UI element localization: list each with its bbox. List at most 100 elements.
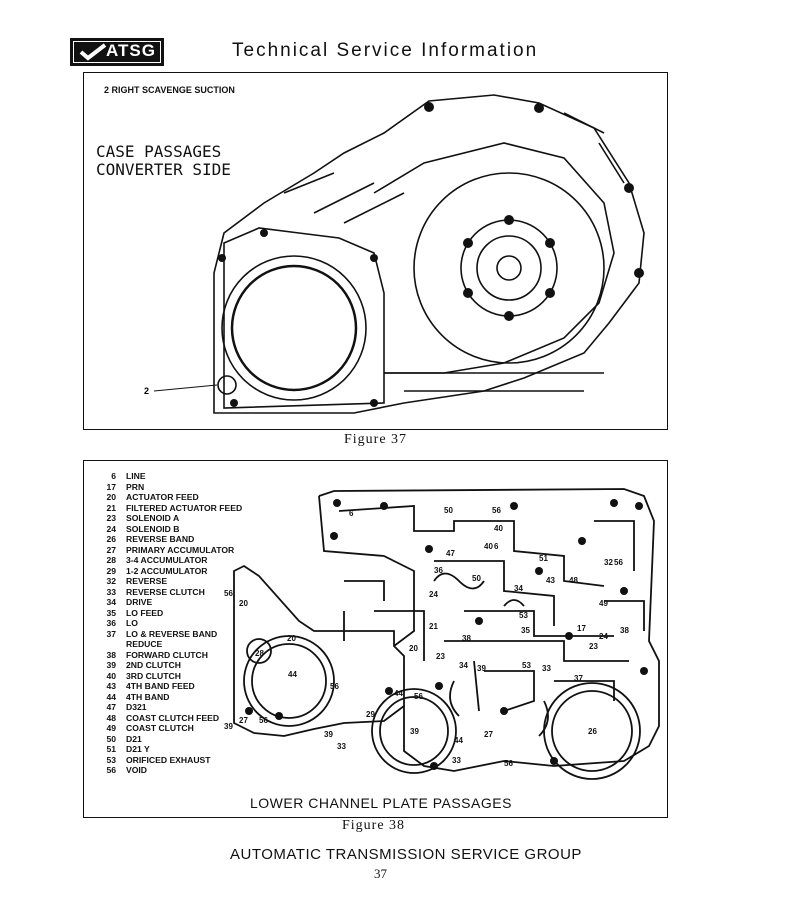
label-26: 26 <box>588 727 597 736</box>
plate-label: LOWER CHANNEL PLATE PASSAGES <box>250 795 512 811</box>
label-23: 23 <box>589 642 598 651</box>
label-48: 48 <box>569 576 578 585</box>
atsg-logo: ATSG <box>70 38 164 66</box>
logo-text: ATSG <box>106 41 156 60</box>
label-39c: 39 <box>410 727 419 736</box>
pan-rail <box>384 372 604 392</box>
label-56c: 56 <box>414 692 423 701</box>
label-21: 21 <box>429 622 438 631</box>
scavenge-port <box>217 375 237 395</box>
label-50: 50 <box>444 506 453 515</box>
bolt-holes <box>218 102 644 407</box>
label-43: 43 <box>546 576 555 585</box>
logo-check-icon <box>79 43 107 61</box>
logo-frame <box>73 41 161 63</box>
housing-inner <box>373 142 615 374</box>
footer-organization: AUTOMATIC TRANSMISSION SERVICE GROUP <box>230 846 582 863</box>
housing-ribs <box>283 112 625 224</box>
callout-number: 2 <box>144 386 149 396</box>
callout-right-scavenge: 2 RIGHT SCAVENGE SUCTION <box>104 85 235 95</box>
label-34b: 34 <box>459 661 468 670</box>
label-56f: 56 <box>224 589 233 598</box>
label-24b: 24 <box>599 632 608 641</box>
page-title: Technical Service Information <box>232 40 539 61</box>
label-37: 37 <box>574 674 583 683</box>
label-35: 35 <box>521 626 530 635</box>
hub-center <box>496 255 522 281</box>
label-33b: 33 <box>337 742 346 751</box>
label-51: 51 <box>539 554 548 563</box>
bolt-holes <box>245 499 648 770</box>
bore-44 <box>243 635 335 727</box>
label-34: 34 <box>514 584 523 593</box>
label-53: 53 <box>519 611 528 620</box>
label-17: 17 <box>577 624 586 633</box>
label-32: 32 <box>604 558 613 567</box>
label-20b: 20 <box>239 599 248 608</box>
channel-network <box>338 505 645 712</box>
label-33: 33 <box>542 664 551 673</box>
label-27: 27 <box>239 716 248 725</box>
case-passages-title: CASE PASSAGES CONVERTER SIDE <box>96 143 231 179</box>
label-39: 39 <box>477 664 486 673</box>
label-38: 38 <box>462 634 471 643</box>
label-53b: 53 <box>522 661 531 670</box>
label-49: 49 <box>599 599 608 608</box>
label-20c: 20 <box>287 634 296 643</box>
label-36: 36 <box>434 566 443 575</box>
label-6: 6 <box>349 509 354 518</box>
valve-body-outline <box>223 227 385 409</box>
figure-38-caption: Figure 38 <box>342 818 406 833</box>
label-23b: 23 <box>436 652 445 661</box>
bore-44-inner <box>251 643 327 719</box>
label-38b: 38 <box>620 626 629 635</box>
label-39d: 39 <box>324 730 333 739</box>
hub-ring <box>460 219 558 317</box>
plate-outline-right <box>318 488 660 772</box>
label-27b: 27 <box>484 730 493 739</box>
hub-ring-inner <box>476 235 542 301</box>
label-56b: 56 <box>330 682 339 691</box>
label-33c: 33 <box>452 756 461 765</box>
label-28: 28 <box>255 649 264 658</box>
housing-outline <box>213 94 645 414</box>
label-56d: 56 <box>614 558 623 567</box>
page-number: 37 <box>374 866 387 881</box>
figure-37-caption: Figure 37 <box>344 432 408 447</box>
label-40b: 40 <box>484 542 493 551</box>
title-line-2: CONVERTER SIDE <box>96 160 231 179</box>
label-20: 20 <box>409 644 418 653</box>
label-47: 47 <box>446 549 455 558</box>
label-40: 40 <box>494 524 503 533</box>
plate-top-edge <box>318 495 415 647</box>
label-44b: 44 <box>454 736 463 745</box>
label-56: 56 <box>259 716 268 725</box>
bell-circle <box>413 172 605 364</box>
figure-37-panel: 2 RIGHT SCAVENGE SUCTION CASE PASSAGES C… <box>83 72 668 430</box>
callout-leader <box>153 384 218 392</box>
bore-39 <box>371 688 457 774</box>
